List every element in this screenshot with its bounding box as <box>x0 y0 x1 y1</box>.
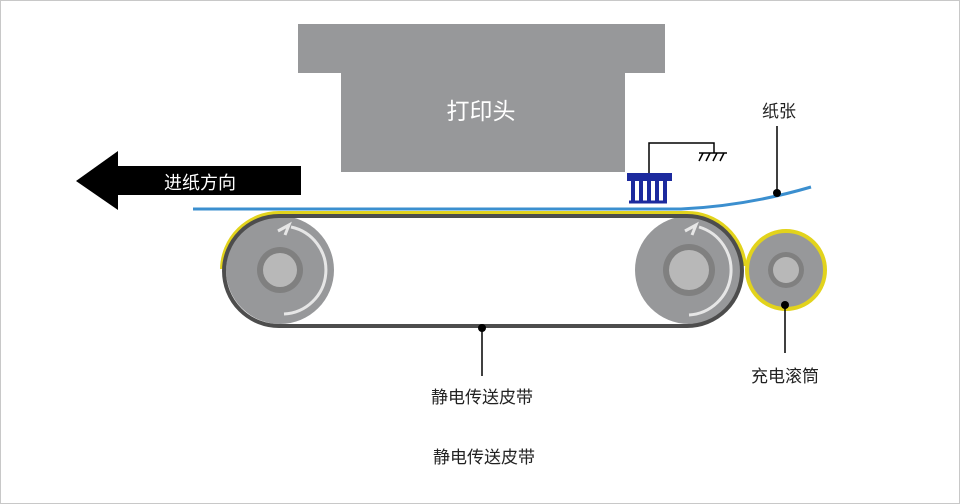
charge-roller <box>745 229 827 311</box>
right-drive-roller <box>635 216 743 324</box>
ground-wire <box>648 142 715 173</box>
diagram-caption: 静电传送皮带 <box>433 448 535 468</box>
feed-direction-label: 进纸方向 <box>164 173 236 194</box>
print-head-body <box>298 24 665 172</box>
paper-leader-dot <box>773 189 781 197</box>
discharge-brush-icon <box>627 173 672 204</box>
left-drive-roller <box>226 216 334 324</box>
print-head-label: 打印头 <box>447 99 516 125</box>
ground-symbol-icon <box>698 152 727 162</box>
belt-label: 静电传送皮带 <box>431 388 533 408</box>
electrostatic-conveyor-belt <box>222 214 744 328</box>
belt-charge-layer <box>220 210 747 270</box>
rotation-arrow-icon <box>283 225 328 316</box>
paper-sheet <box>193 185 812 211</box>
rotation-arrow-icon <box>688 225 733 317</box>
charge-roller-label: 充电滚筒 <box>751 367 819 387</box>
paper-label: 纸张 <box>762 102 796 122</box>
feed-direction-arrow-icon <box>76 151 301 210</box>
